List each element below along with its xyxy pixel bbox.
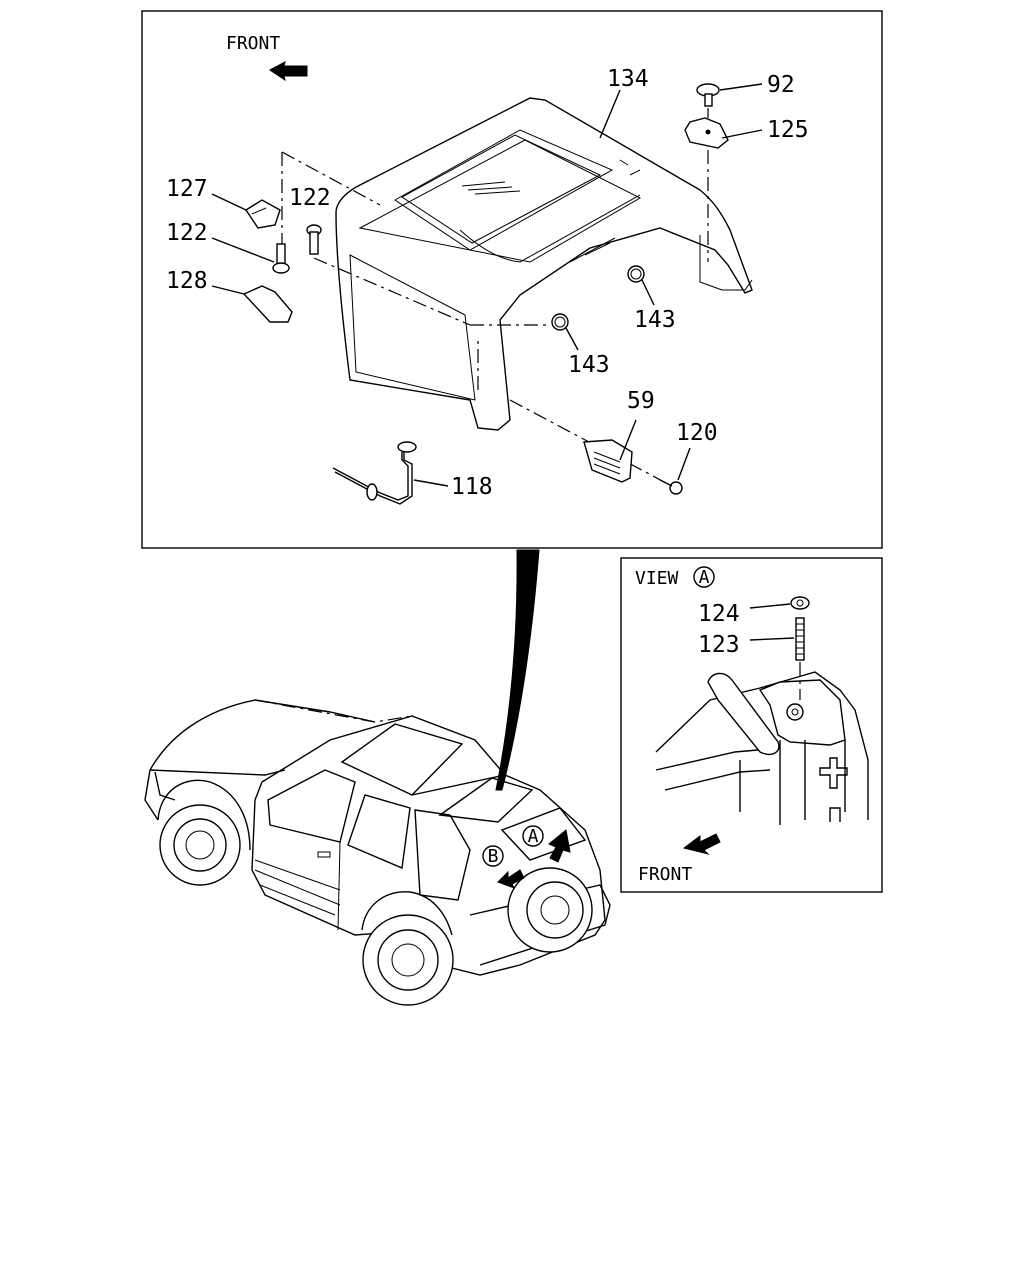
front-arrow-icon-view-a: [682, 833, 721, 855]
bolt-part-122-center: [306, 224, 322, 255]
hard-top-roof: [335, 97, 753, 431]
bracket-part-125: [684, 117, 729, 149]
screw-part-120: [659, 479, 683, 495]
cover-part-128: [242, 285, 293, 323]
front-label-top: FRONT: [226, 33, 280, 54]
top-panel-frame: [141, 10, 883, 549]
callout-122-center: 122: [289, 185, 331, 211]
view-b-direction-arrow-icon: [497, 869, 525, 889]
callout-143-center: 143: [568, 352, 610, 378]
vehicle-illustration: [144, 699, 611, 1006]
nut-part-124: [790, 596, 810, 610]
callout-123: 123: [698, 632, 740, 658]
callout-118: 118: [451, 474, 493, 500]
vehicle-marker-a: A: [528, 826, 539, 847]
view-a-direction-arrow-icon: [548, 829, 571, 863]
clip-part-92: [696, 83, 720, 107]
callout-92: 92: [767, 72, 795, 98]
view-a-panel-frame: [620, 557, 883, 893]
bolt-part-122-left: [272, 243, 290, 274]
view-a-marker: A: [699, 567, 710, 588]
vehicle-marker-b-circle: [482, 845, 504, 867]
lamp-part-59: [583, 439, 633, 483]
callout-128: 128: [166, 268, 208, 294]
callout-122-left: 122: [166, 220, 208, 246]
vehicle-marker-b: B: [488, 846, 499, 867]
callout-125: 125: [767, 117, 809, 143]
callout-134: 134: [607, 66, 649, 92]
hose-part-118: [332, 441, 417, 505]
plug-part-143-right: [627, 265, 645, 283]
roof-corner-detail: [655, 671, 869, 825]
callout-127: 127: [166, 176, 208, 202]
front-arrow-icon: [269, 61, 308, 82]
bracket-part-127: [245, 199, 281, 229]
view-a-marker-circle: [693, 566, 715, 588]
vehicle-marker-a-circle: [522, 825, 544, 847]
callout-59: 59: [627, 388, 655, 414]
pointer-wedge: [495, 549, 540, 791]
view-a-title: VIEW: [635, 568, 679, 589]
plug-part-143-center: [551, 313, 569, 331]
callout-124: 124: [698, 601, 740, 627]
callout-120: 120: [676, 420, 718, 446]
callout-143-right: 143: [634, 307, 676, 333]
front-label-view-a: FRONT: [638, 864, 692, 885]
stud-part-123: [795, 617, 805, 661]
